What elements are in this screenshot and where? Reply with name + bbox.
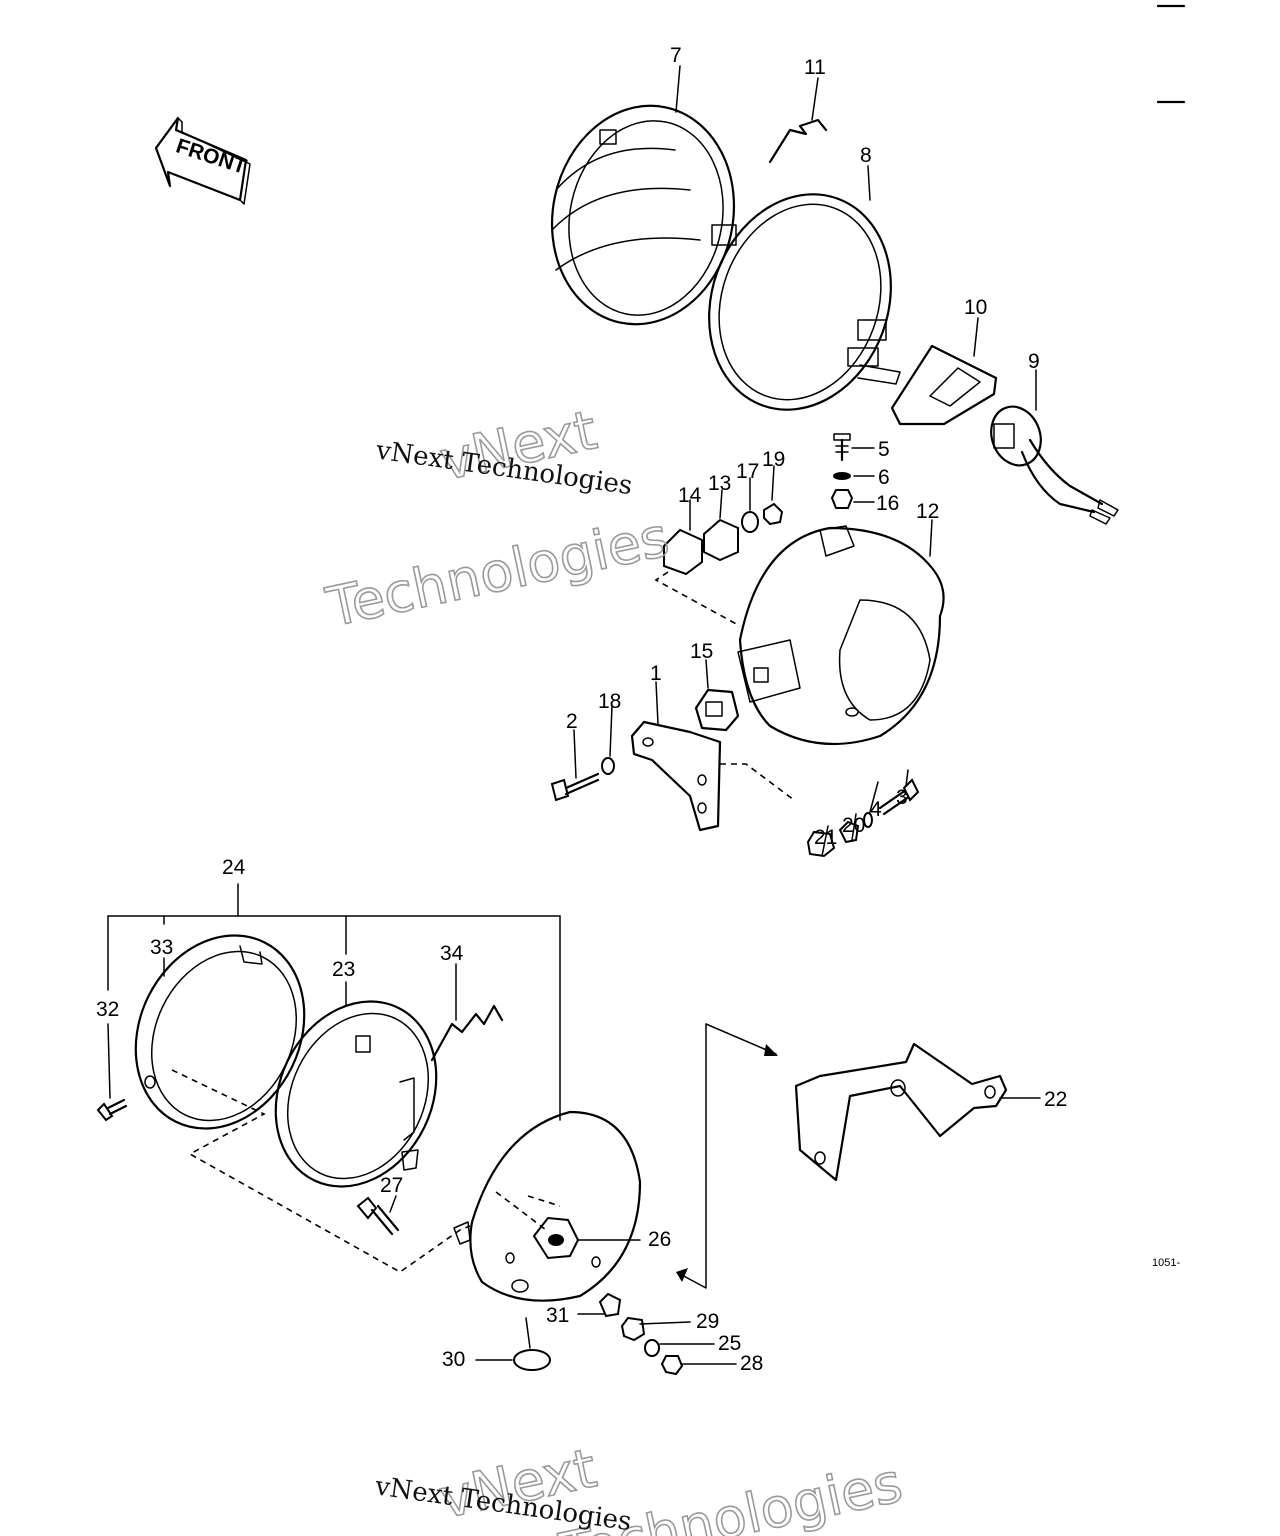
rim-33-part — [134, 934, 306, 1130]
socket-harness-part — [990, 405, 1119, 525]
reference-code: 1051- — [1152, 1257, 1180, 1269]
callout-13: 13 — [708, 472, 731, 495]
washer-4-part — [863, 812, 873, 828]
sealed-beam-part — [708, 193, 901, 411]
callout-20: 20 — [842, 814, 865, 837]
mount-bracket-part — [630, 720, 722, 832]
bolt-3-part — [878, 778, 920, 816]
screw-5-part — [833, 433, 851, 462]
bolt-2-part — [550, 772, 600, 802]
washer-25-part — [644, 1339, 660, 1357]
callout-numbers: 7 11 8 10 9 5 6 16 19 17 13 14 12 15 1 1… — [96, 44, 1067, 1375]
callout-34: 34 — [440, 942, 464, 965]
callout-33: 33 — [150, 936, 173, 959]
callout-31: 31 — [546, 1304, 569, 1327]
nut-28-part — [660, 1355, 684, 1376]
callout-28: 28 — [740, 1352, 763, 1375]
leader-lines-bottom — [107, 883, 1041, 1365]
callout-25: 25 — [718, 1332, 741, 1355]
callout-1: 1 — [650, 662, 662, 685]
callout-4: 4 — [870, 798, 882, 821]
callout-26: 26 — [648, 1228, 671, 1251]
direction-arrow-bottom — [676, 1023, 778, 1289]
callout-22: 22 — [1044, 1088, 1067, 1111]
callout-3: 3 — [896, 786, 908, 809]
callout-19: 19 — [762, 448, 785, 471]
callout-23: 23 — [332, 958, 355, 981]
lamp-unit-23-part — [274, 1000, 438, 1188]
collar-31-part — [598, 1292, 622, 1318]
bushing-13-part — [703, 518, 739, 562]
callout-24: 24 — [222, 856, 246, 879]
nut-29-part — [620, 1316, 646, 1342]
callout-8: 8 — [860, 144, 872, 167]
leader-lines-top — [573, 65, 1037, 857]
callout-7: 7 — [670, 44, 682, 67]
washer-6-part — [833, 472, 851, 480]
callout-21: 21 — [814, 826, 837, 849]
callout-12: 12 — [916, 500, 939, 523]
callout-2: 2 — [566, 710, 578, 733]
screw-27-part — [356, 1196, 400, 1236]
front-arrow-icon: FRONT — [154, 116, 251, 205]
socket-cover-part — [890, 344, 998, 426]
callout-9: 9 — [1028, 350, 1040, 373]
nut-16-part — [830, 489, 854, 509]
callout-30: 30 — [442, 1348, 465, 1371]
washer-17-part — [741, 511, 759, 533]
washer-18-part — [601, 757, 615, 775]
callout-15: 15 — [690, 640, 713, 663]
headlight-housing-part — [737, 525, 945, 746]
watermark-word-top: Technologies — [321, 505, 674, 639]
watermark-bottom: vNext Technologies vNext Technologies — [372, 1436, 908, 1536]
callout-5: 5 — [878, 438, 890, 461]
callout-16: 16 — [876, 492, 899, 515]
dash-lines-bottom — [171, 1069, 561, 1273]
callout-11: 11 — [804, 56, 826, 79]
callout-6: 6 — [878, 466, 890, 489]
headlight-rim-part — [550, 104, 737, 326]
watermark-top: vNext Technologies vNext Technologies — [320, 398, 675, 641]
callout-18: 18 — [598, 690, 621, 713]
grommet-15-part — [694, 688, 740, 732]
callout-32: 32 — [96, 998, 119, 1021]
nut-21-part — [806, 830, 836, 858]
callout-29: 29 — [696, 1310, 719, 1333]
front-label: FRONT — [173, 135, 249, 179]
housing-bottom-part — [453, 1110, 642, 1302]
callout-10: 10 — [964, 296, 987, 319]
spring-clip-part — [768, 118, 828, 164]
screw-32-part — [96, 1098, 128, 1122]
grommet-30-part — [513, 1349, 551, 1371]
callout-14: 14 — [678, 484, 702, 507]
spring-34-part — [430, 1004, 504, 1062]
bracket-22-part — [794, 1042, 1008, 1182]
nut-19-part — [763, 502, 784, 526]
callout-27: 27 — [380, 1174, 403, 1197]
callout-17: 17 — [736, 460, 759, 483]
dash-lines-top — [654, 571, 795, 801]
grommet-14-part — [663, 528, 703, 576]
